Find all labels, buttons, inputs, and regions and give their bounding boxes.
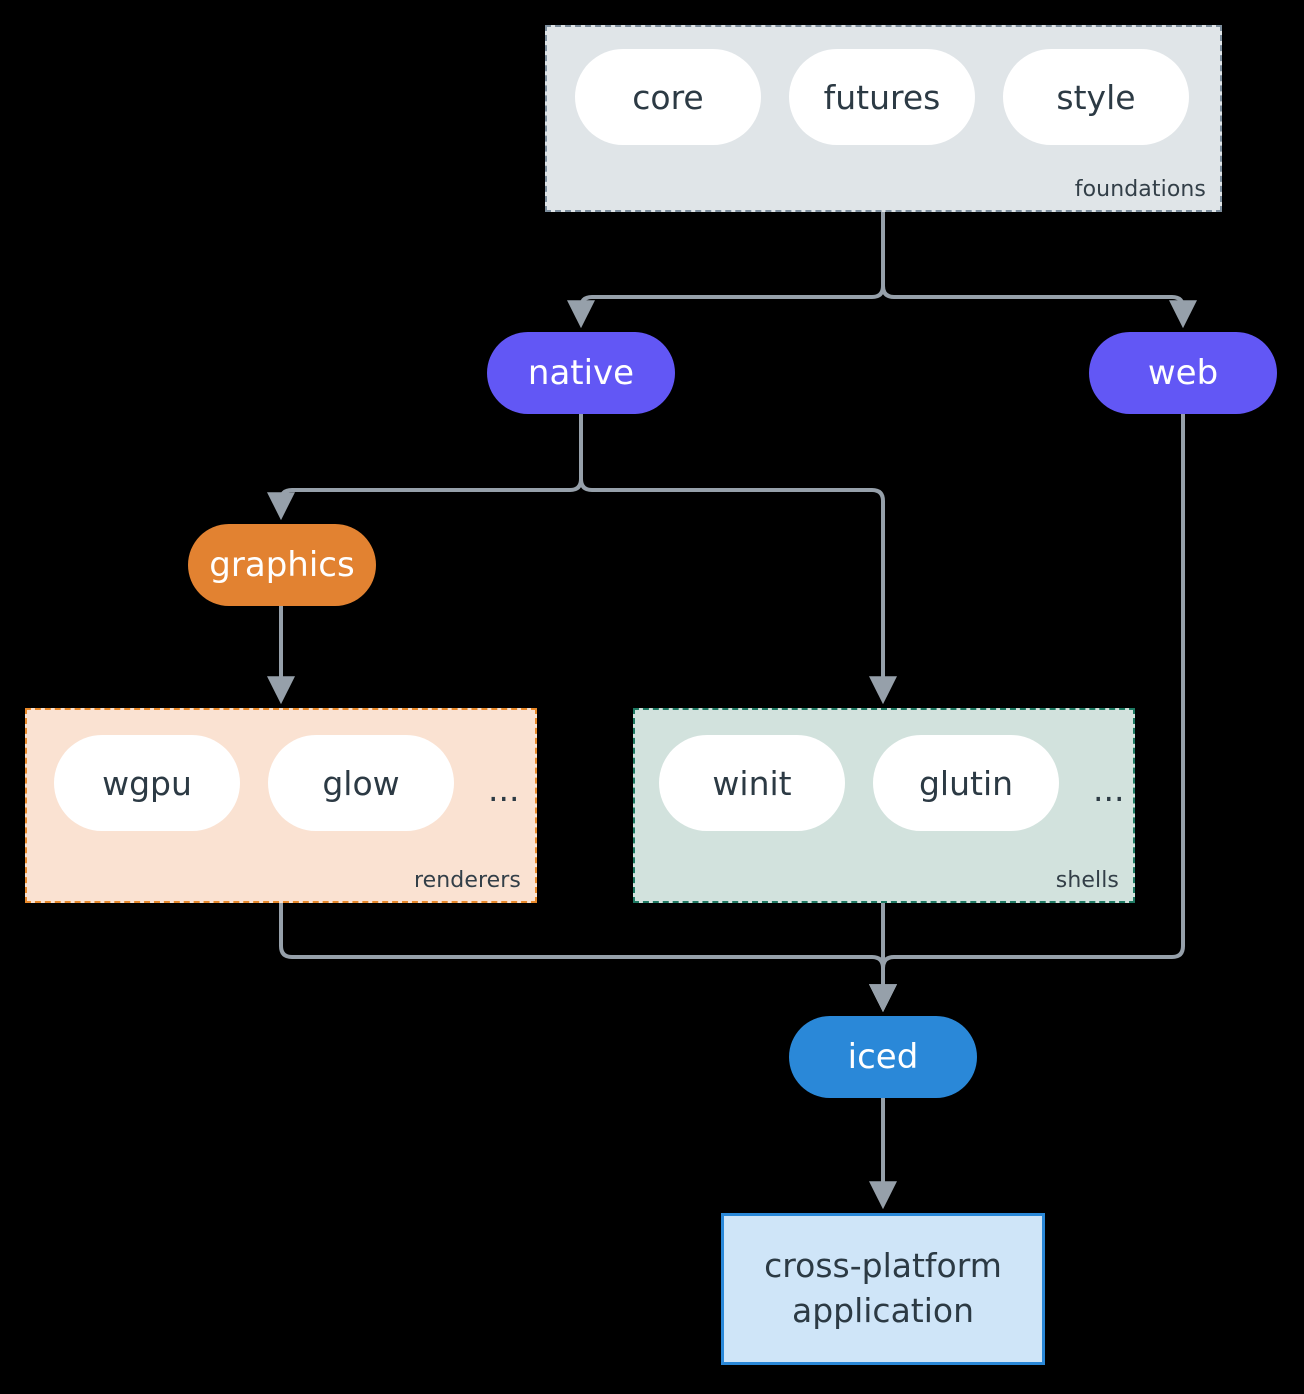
cluster-foundations-nodes: core futures style: [575, 49, 1189, 145]
edge-renderers-iced: [279, 903, 897, 1013]
node-native[interactable]: native: [487, 332, 675, 414]
node-core[interactable]: core: [575, 49, 761, 145]
renderers-overflow-label: ...: [488, 769, 520, 809]
node-glow[interactable]: glow: [268, 735, 454, 831]
node-cross-platform-application[interactable]: cross-platform application: [721, 1213, 1045, 1365]
application-label-line2: application: [791, 1291, 975, 1330]
shells-overflow-label: ...: [1093, 769, 1125, 809]
edge-native-graphics: [267, 414, 583, 521]
application-label-line1: cross-platform: [764, 1246, 1002, 1286]
node-style[interactable]: style: [1003, 49, 1189, 145]
node-glutin[interactable]: glutin: [873, 735, 1059, 831]
cluster-shells-nodes: winit glutin ...: [659, 735, 1130, 831]
edge-native-shells: [579, 414, 897, 705]
cluster-foundations: core futures style foundations: [545, 25, 1222, 212]
cluster-renderers: wgpu glow ... renderers: [25, 708, 537, 903]
node-web[interactable]: web: [1089, 332, 1277, 414]
cluster-renderers-nodes: wgpu glow ...: [54, 735, 525, 831]
node-graphics[interactable]: graphics: [188, 524, 376, 606]
cluster-shells-label: shells: [1055, 868, 1119, 893]
edge-foundations-web: [881, 212, 1197, 329]
node-wgpu[interactable]: wgpu: [54, 735, 240, 831]
cluster-renderers-label: renderers: [413, 868, 521, 893]
cluster-shells: winit glutin ... shells: [633, 708, 1135, 903]
node-iced[interactable]: iced: [789, 1016, 977, 1098]
cluster-foundations-label: foundations: [1074, 177, 1206, 202]
node-winit[interactable]: winit: [659, 735, 845, 831]
node-futures[interactable]: futures: [789, 49, 975, 145]
edge-foundations-native: [567, 212, 885, 329]
